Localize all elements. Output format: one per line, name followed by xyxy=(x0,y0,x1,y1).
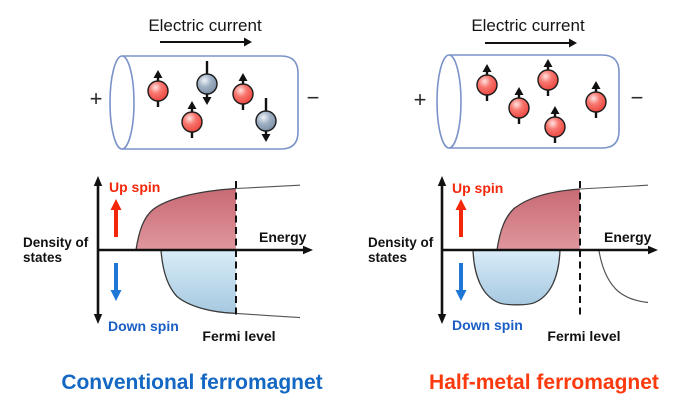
right-wire-figure: Electric current + − xyxy=(414,16,644,149)
electron-up-red xyxy=(181,101,203,138)
left-dos-plot: Up spin Down spin Density of states Ener… xyxy=(23,176,313,344)
down-spin-band-above-fermi xyxy=(235,312,301,319)
electron-up-red xyxy=(585,81,607,118)
down-spin-band-fill xyxy=(473,250,560,305)
energy-label: Energy xyxy=(604,229,652,245)
electric-current-label: Electric current xyxy=(148,16,262,35)
up-spin-band-fill xyxy=(497,189,580,250)
electron-up-red xyxy=(476,64,498,101)
down-spin-band-curve xyxy=(472,249,561,306)
axis-arrowhead-icon xyxy=(93,176,103,186)
positive-electrode-label: + xyxy=(90,86,103,111)
electron-up-red xyxy=(544,106,566,143)
up-spin-label: Up spin xyxy=(109,179,160,195)
negative-electrode-label: − xyxy=(631,85,644,110)
density-of-states-label: Density of xyxy=(368,235,434,250)
up-spin-band-curve xyxy=(496,188,581,251)
energy-label: Energy xyxy=(259,229,307,245)
down-spin-label: Down spin xyxy=(452,317,523,333)
density-of-states-label: states xyxy=(368,250,407,265)
electron-up-red xyxy=(537,59,559,96)
axis-arrowhead-icon xyxy=(303,245,313,255)
density-of-states-label: Density of xyxy=(23,235,89,250)
electron-up-red xyxy=(147,70,169,107)
electron-down-gray xyxy=(255,98,277,142)
down-spin-label: Down spin xyxy=(108,318,179,334)
electron-up-red xyxy=(508,87,530,124)
up-spin-band-above-fermi xyxy=(235,184,301,190)
fermi-level-label: Fermi level xyxy=(547,328,620,344)
up-spin-label: Up spin xyxy=(452,180,503,196)
positive-electrode-label: + xyxy=(414,87,427,112)
down-spin-band-fill xyxy=(161,250,236,314)
axis-arrowhead-icon xyxy=(93,314,103,324)
down-spin-conduction-band-curve xyxy=(598,250,649,304)
axis-arrowhead-icon xyxy=(437,314,447,324)
wire-cylinder-cap xyxy=(109,55,135,150)
density-of-states-label: states xyxy=(23,250,62,265)
electron-down-gray xyxy=(196,61,218,105)
axis-arrowhead-icon xyxy=(437,176,447,186)
wire-cylinder-cap xyxy=(436,54,462,149)
right-dos-plot: Up spin Down spin Density of states Ener… xyxy=(368,176,658,344)
wire-cylinder-body xyxy=(122,55,299,150)
left-caption: Conventional ferromagnet xyxy=(61,371,322,394)
up-spin-band-above-fermi xyxy=(579,184,649,190)
left-wire-figure: Electric current + − xyxy=(90,16,320,150)
up-spin-band-fill xyxy=(136,188,236,250)
axis-arrowhead-icon xyxy=(648,245,658,255)
right-caption: Half-metal ferromagnet xyxy=(429,371,659,394)
electric-current-label: Electric current xyxy=(471,16,585,35)
down-spin-band-curve xyxy=(160,249,237,315)
electron-up-red xyxy=(232,73,254,110)
negative-electrode-label: − xyxy=(307,85,320,110)
up-spin-band-curve xyxy=(135,187,237,251)
fermi-level-label: Fermi level xyxy=(202,328,275,344)
